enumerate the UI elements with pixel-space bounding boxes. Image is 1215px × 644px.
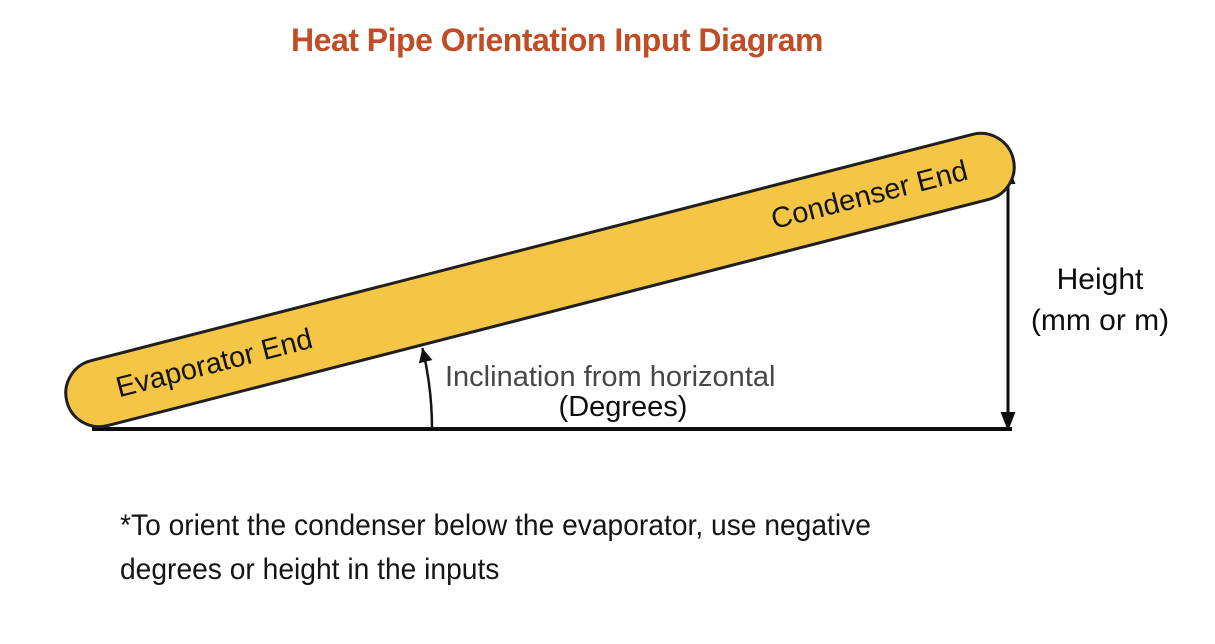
height-label: Height (mm or m): [1020, 259, 1180, 341]
height-label-line1: Height: [1056, 263, 1144, 296]
page-title: Heat Pipe Orientation Input Diagram: [291, 22, 823, 58]
footnote-line2: degrees or height in the inputs: [120, 553, 500, 586]
inclination-units-label: (Degrees): [558, 391, 688, 423]
footnote: *To orient the condenser below the evapo…: [120, 504, 871, 592]
angle-arc: [418, 347, 434, 430]
footnote-line1: *To orient the condenser below the evapo…: [120, 509, 871, 542]
height-arrow-head-bottom: [1000, 412, 1016, 431]
inclination-label: Inclination from horizontal: [445, 361, 776, 393]
height-label-line2: (mm or m): [1030, 304, 1170, 337]
